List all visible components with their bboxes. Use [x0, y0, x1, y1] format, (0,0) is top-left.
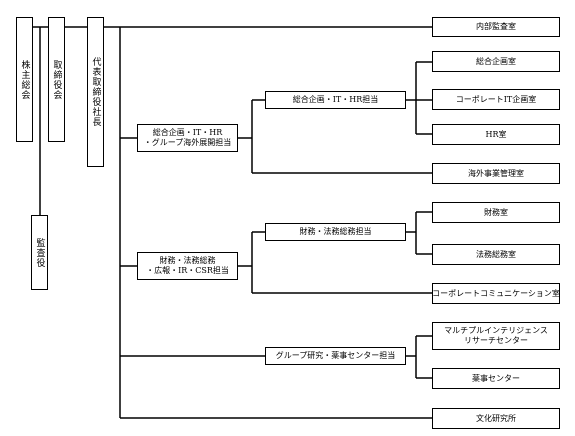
- general-planning-box: 総合企画室: [432, 51, 560, 72]
- overseas-label: 海外事業管理室: [468, 168, 524, 178]
- planning-it-hr-box: 総合企画・IT・HR担当: [265, 91, 406, 109]
- regulatory-box: 薬事センター: [432, 368, 560, 389]
- planning-head-box: 総合企画・IT・HR ・グループ海外展開担当: [137, 124, 238, 152]
- corp-comm-box: コーポレートコミュニケーション室: [432, 283, 560, 304]
- board-of-directors-label: 取締役会: [51, 59, 62, 100]
- shareholders-meeting-box: 株主総会: [16, 17, 33, 142]
- finance-head-box: 財務・法務総務 ・広報・IR・CSR担当: [137, 252, 238, 280]
- planning-head-label: 総合企画・IT・HR ・グループ海外展開担当: [143, 128, 232, 147]
- finance-legal-label: 財務・法務総務担当: [299, 227, 372, 236]
- general-planning-label: 総合企画室: [476, 56, 516, 66]
- auditors-label: 監査役: [34, 237, 45, 268]
- president-label: 代表取締役社長: [90, 57, 101, 127]
- shareholders-meeting-label: 株主総会: [19, 59, 30, 100]
- legal-box: 法務総務室: [432, 244, 560, 265]
- culture-institute-label: 文化研究所: [476, 413, 516, 423]
- internal-audit-box: 内部監査室: [432, 17, 560, 37]
- overseas-box: 海外事業管理室: [432, 163, 560, 184]
- mi-research-label: マルチプルインテリジェンス リサーチセンター: [444, 326, 548, 345]
- finance-box: 財務室: [432, 202, 560, 223]
- finance-label: 財務室: [484, 207, 508, 217]
- research-head-box: グループ研究・薬事センター担当: [265, 347, 406, 365]
- finance-head-label: 財務・法務総務 ・広報・IR・CSR担当: [146, 256, 229, 275]
- board-of-directors-box: 取締役会: [48, 17, 65, 142]
- corporate-it-box: コーポレートIT企画室: [432, 89, 560, 110]
- regulatory-label: 薬事センター: [472, 373, 520, 383]
- legal-label: 法務総務室: [476, 249, 516, 259]
- auditors-box: 監査役: [31, 215, 48, 290]
- mi-research-box: マルチプルインテリジェンス リサーチセンター: [432, 322, 560, 350]
- finance-legal-box: 財務・法務総務担当: [265, 223, 406, 241]
- culture-institute-box: 文化研究所: [432, 408, 560, 429]
- corporate-it-label: コーポレートIT企画室: [455, 94, 537, 104]
- hr-label: HR室: [485, 129, 507, 139]
- president-box: 代表取締役社長: [87, 17, 104, 167]
- hr-box: HR室: [432, 124, 560, 145]
- planning-it-hr-label: 総合企画・IT・HR担当: [292, 95, 379, 104]
- corp-comm-label: コーポレートコミュニケーション室: [432, 288, 560, 298]
- research-head-label: グループ研究・薬事センター担当: [275, 351, 396, 360]
- internal-audit-label: 内部監査室: [476, 22, 516, 31]
